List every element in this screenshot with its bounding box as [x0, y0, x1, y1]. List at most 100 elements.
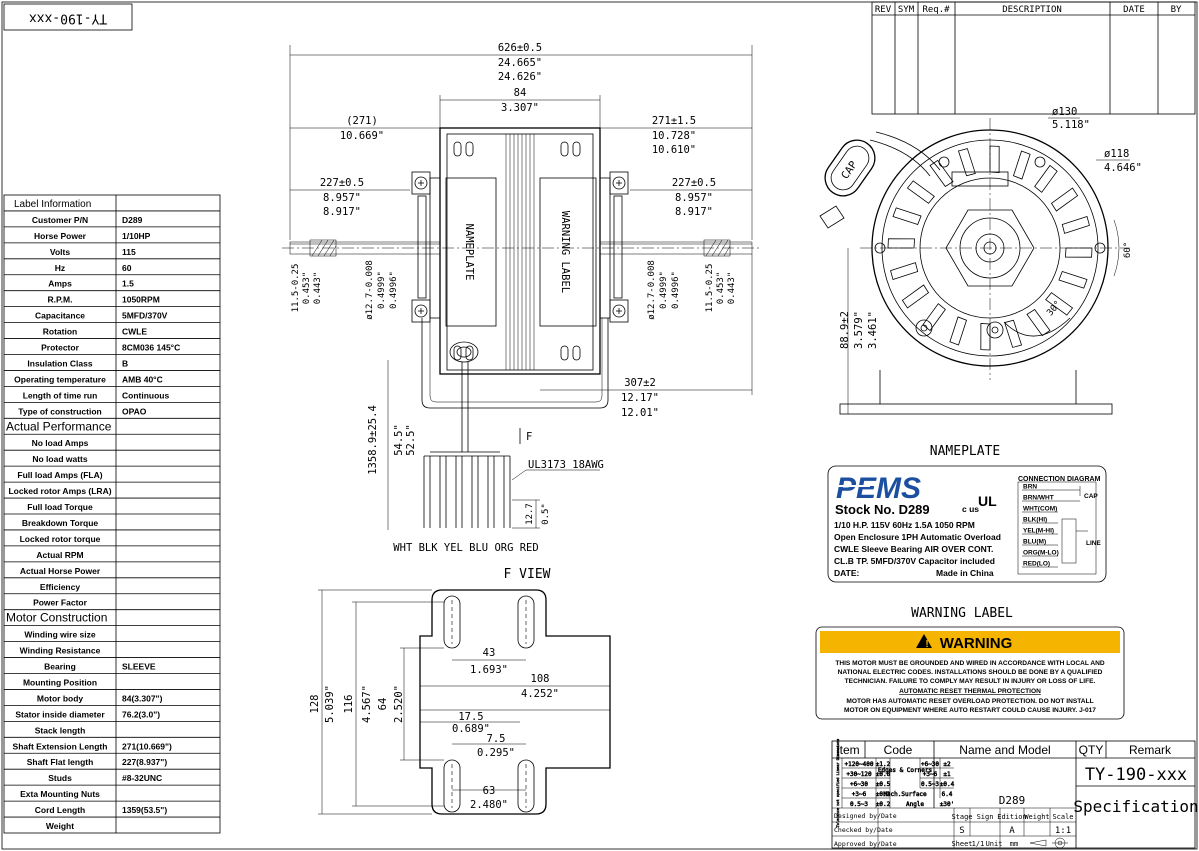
dim-body-in: 3.307" — [501, 102, 539, 114]
label-row-value: 60 — [122, 263, 132, 273]
rev-col: REV — [875, 5, 892, 15]
warning-header-bar — [820, 631, 1120, 653]
nameplate-text: NAMEPLATE — [463, 224, 475, 281]
edges-label: Edges & Corners — [878, 767, 933, 774]
pems-logo: PEMS — [836, 472, 921, 505]
label-row-name: Power Factor — [33, 598, 88, 608]
drawing-number: TY-190-xxx — [29, 11, 107, 26]
dim-strip-mm: 12.7 — [525, 503, 535, 525]
description-col: DESCRIPTION — [1002, 5, 1062, 15]
drawing-number-box: TY-190-xxx — [3, 3, 133, 31]
dim-dia-right-in-1: 0.4999" — [659, 271, 669, 309]
label-row-name: Exta Mounting Nuts — [20, 789, 100, 799]
label-row-value: #8-32UNC — [122, 773, 162, 783]
label-row-name: Amps — [48, 279, 72, 289]
label-row-name: Stator inside diameter — [15, 709, 105, 719]
dim-strip-in: 0.5" — [541, 503, 551, 525]
mach-surface: Mach.Surface — [883, 791, 927, 798]
warning-triangle-icon — [916, 634, 932, 648]
dim-flat-left-mm: 11.5-0.25 — [291, 264, 301, 313]
label-row-name: Rotation — [43, 327, 77, 337]
label-row-value: 5MFD/370V — [122, 311, 168, 321]
dim-f-63: 63 — [483, 785, 496, 797]
tb-sheet-value: 1/1 — [972, 840, 985, 848]
tol-side-label: Tolerance not specified Linear Dimension… — [836, 739, 840, 828]
connection-lead: BRN/WHT — [1023, 495, 1054, 502]
dim-cord-in-1: 54.5" — [393, 424, 405, 456]
label-row-name: Actual RPM — [36, 550, 83, 560]
dim-f-128-in: 5.039" — [324, 685, 336, 723]
tol-range: +120~400 — [845, 761, 874, 768]
dim-dia-left-mm: ø12.7-0.008 — [365, 260, 375, 320]
warning-line-1: THIS MOTOR MUST BE GROUNDED AND WIRED IN… — [835, 660, 1105, 667]
tb-checked: Checked by/Date — [834, 826, 893, 834]
dim-f-108: 108 — [531, 673, 550, 685]
mach-value: 6.4 — [942, 791, 953, 798]
dim-overall-in-2: 24.626" — [498, 71, 542, 83]
label-row-name: Actual Horse Power — [20, 566, 101, 576]
ul-mark: c us — [962, 504, 979, 514]
label-row-value: Continuous — [122, 390, 169, 400]
dim-f-75-in: 0.295" — [477, 747, 515, 759]
label-row-name: Bearing — [44, 662, 76, 672]
angle-30: 30° — [1045, 299, 1063, 318]
label-row-name: Type of construction — [18, 406, 101, 416]
sym-col: SYM — [898, 5, 915, 15]
dim-cord-in-2: 52.5" — [405, 424, 417, 456]
tb-model: D289 — [999, 794, 1026, 807]
label-row-name: R.P.M. — [48, 295, 73, 305]
tb-designed: Designed by/Date — [834, 812, 897, 820]
tb-edition: Edition — [997, 813, 1027, 821]
dim-right-ext-in-2: 10.610" — [652, 144, 696, 156]
edge-range: +6~30 — [921, 761, 939, 768]
tb-sheet: Sheet — [951, 840, 972, 848]
label-row-value: SLEEVE — [122, 662, 156, 672]
conn-line: LINE — [1086, 540, 1101, 547]
nameplate-line-4: CL.B TP. 5MFD/370V Capacitor included — [834, 556, 995, 566]
label-row-name: Capacitance — [35, 311, 85, 321]
label-row-name: Hz — [55, 263, 65, 273]
view-marker-f: F — [526, 431, 532, 443]
dim-f-128: 128 — [309, 695, 321, 714]
tol-range: 0.5~3 — [850, 801, 868, 808]
label-row-name: Studs — [48, 773, 72, 783]
nameplate-line-1: 1/10 H.P. 115V 60Hz 1.5A 1050 RPM — [834, 520, 975, 530]
warning-label-text: WARNING LABEL — [559, 211, 571, 293]
label-row-value: 227(8.937") — [122, 757, 167, 767]
dim-dia-right-mm: ø12.7-0.008 — [647, 260, 657, 320]
label-row-value: B — [122, 358, 128, 368]
stock-number: Stock No. D289 — [835, 502, 930, 517]
label-row-value: 115 — [122, 247, 136, 257]
label-row-name: Volts — [50, 247, 70, 257]
nameplate-line-3: CWLE Sleeve Bearing AIR OVER CONT. — [834, 544, 993, 554]
warning-line-5: MOTOR HAS AUTOMATIC RESET OVERLOAD PROTE… — [846, 698, 1093, 705]
edge-range: +3~6 — [923, 771, 938, 778]
tb-remark-value: TY-190-xxx — [1085, 765, 1187, 785]
tb-name-model: Name and Model — [959, 743, 1050, 757]
connection-lead: YEL(M-HI) — [1023, 528, 1054, 535]
dim-d118: ø118 — [1104, 148, 1129, 160]
dim-left-ext-in: 10.669" — [340, 130, 384, 142]
connection-lead: ORG(M-LO) — [1023, 550, 1059, 557]
tb-stage: Stage — [951, 813, 972, 821]
dim-dia-left-in-2: 0.4996" — [389, 271, 399, 309]
label-row-value: 271(10.669") — [122, 741, 172, 751]
connection-diagram: BRNBRN/WHTWHT(COM)BLK(HI)YEL(M-HI)BLU(M)… — [1017, 481, 1101, 575]
dim-left-flat-mm: 227±0.5 — [320, 177, 364, 189]
connection-title: CONNECTION DIAGRAM — [1018, 476, 1101, 483]
f-view-title: F VIEW — [504, 567, 551, 582]
tol-range: +3~6 — [852, 791, 867, 798]
dim-flat-right-in-1: 0.453" — [716, 272, 726, 305]
dim-d118-in: 4.646" — [1104, 162, 1142, 174]
tb-unit: Unit — [986, 840, 1003, 848]
dim-left-flat-in-2: 8.917" — [323, 206, 361, 218]
connection-lead: WHT(COM) — [1023, 506, 1057, 513]
angle-60: 60° — [1123, 242, 1133, 258]
warning-line-2: NATIONAL ELECTRIC CODES. INSTALLATIONS S… — [838, 669, 1103, 676]
label-row-name: Insulation Class — [27, 358, 92, 368]
label-row-value: 1.5 — [122, 279, 134, 289]
nameplate-line-2: Open Enclosure 1PH Automatic Overload — [834, 532, 1001, 542]
